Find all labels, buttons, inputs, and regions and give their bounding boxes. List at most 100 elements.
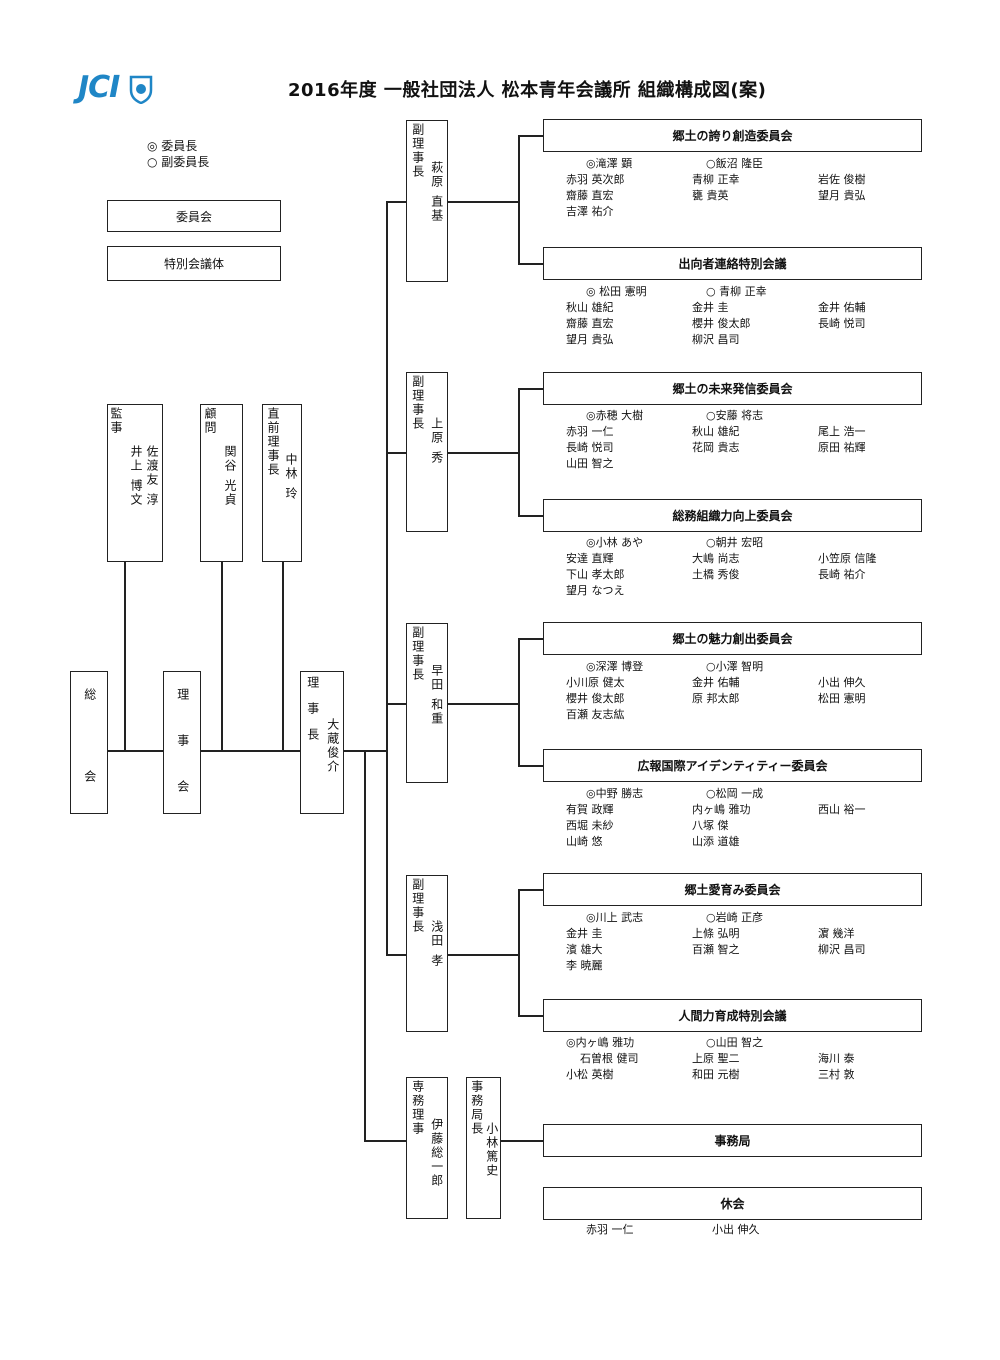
legend-special-box: 特別会議体 xyxy=(107,246,281,281)
member-name: 山崎 悠 xyxy=(566,835,603,848)
committee-box-2: 出向者連絡特別会議 xyxy=(543,247,922,280)
legend-committee-box: 委員会 xyxy=(107,200,281,232)
page-title: 2016年度 一般社団法人 松本青年会議所 組織構成図(案) xyxy=(288,80,767,101)
member-name: 小川原 健太 xyxy=(566,676,625,689)
advisor-label: 顧問 xyxy=(203,407,217,435)
vp-box-3: 副理事長 早田 和重 xyxy=(406,623,448,783)
member-name: 望月 なつえ xyxy=(566,584,625,597)
president-label: 理事長 xyxy=(305,676,320,754)
member-name: 原田 祐輝 xyxy=(818,441,866,454)
member-name: 尾上 浩一 xyxy=(818,425,866,438)
member-name: 小松 英樹 xyxy=(566,1068,614,1081)
general-assembly-label: 総会 xyxy=(82,688,97,852)
member-name: 長崎 祐介 xyxy=(818,568,866,581)
member-name: 李 暁麗 xyxy=(566,959,603,972)
past-president-box: 直前理事長 中林 玲 xyxy=(262,404,302,562)
member-name: 金井 圭 xyxy=(566,927,603,940)
legend-vice: ○ 副委員長 xyxy=(147,155,210,169)
member-name: 八塚 傑 xyxy=(692,819,729,832)
member-name: 齋藤 直宏 xyxy=(566,317,614,330)
member-name: ○飯沼 隆臣 xyxy=(706,157,764,170)
member-name: 小笠原 信隆 xyxy=(818,552,877,565)
member-name: 百瀬 智之 xyxy=(692,943,740,956)
member-name: ◎ 松田 憲明 xyxy=(586,285,647,298)
member-name: 内ヶ嶋 雅功 xyxy=(692,803,751,816)
member-name: 百瀬 友志紘 xyxy=(566,708,625,721)
legend-chair: ◎ 委員長 xyxy=(147,139,198,153)
member-name: ◎小林 あや xyxy=(586,536,644,549)
member-name: ◎川上 武志 xyxy=(586,911,644,924)
member-name: 濱 雄大 xyxy=(566,943,603,956)
member-name: 有賀 政輝 xyxy=(566,803,614,816)
leave-box: 休会 xyxy=(543,1187,922,1220)
member-name: 松田 憲明 xyxy=(818,692,866,705)
committee-box-5: 郷土の魅力創出委員会 xyxy=(543,622,922,655)
jci-shield-icon xyxy=(129,75,153,104)
member-name: 柳沢 昌司 xyxy=(818,943,866,956)
member-name: 秋山 雄紀 xyxy=(566,301,614,314)
member-name: ◎深澤 博登 xyxy=(586,660,644,673)
secretary-general-box: 事務局長 小林篤史 xyxy=(466,1077,501,1219)
member-name: 望月 貴弘 xyxy=(566,333,614,346)
member-name: 三村 敦 xyxy=(818,1068,855,1081)
member-name: ○朝井 宏昭 xyxy=(706,536,764,549)
member-name: 石曽根 健司 xyxy=(580,1052,639,1065)
board-label: 理事会 xyxy=(175,688,190,826)
member-name: 吉澤 祐介 xyxy=(566,205,614,218)
jci-logo: JCI xyxy=(78,70,153,105)
member-name: 海川 泰 xyxy=(818,1052,855,1065)
member-name: 西山 裕一 xyxy=(818,803,866,816)
member-name: 甕 貴英 xyxy=(692,189,729,202)
committee-box-1: 郷土の誇り創造委員会 xyxy=(543,119,922,152)
member-name: 小出 伸久 xyxy=(712,1223,760,1236)
member-name: 花岡 貴志 xyxy=(692,441,740,454)
member-name: 赤羽 一仁 xyxy=(586,1223,634,1236)
member-name: 金井 圭 xyxy=(692,301,729,314)
member-name: 土橋 秀俊 xyxy=(692,568,740,581)
member-name: 西堀 未紗 xyxy=(566,819,614,832)
member-name: 山田 智之 xyxy=(566,457,614,470)
member-name: 望月 貴弘 xyxy=(818,189,866,202)
member-name: 岩佐 俊樹 xyxy=(818,173,866,186)
member-name: ◎中野 勝志 xyxy=(586,787,644,800)
member-name: 金井 佑輔 xyxy=(818,301,866,314)
member-name: 櫻井 俊太郎 xyxy=(566,692,625,705)
advisor-box: 顧問 関谷 光貞 xyxy=(200,404,243,562)
member-name: ○安藤 将志 xyxy=(706,409,764,422)
office-box: 事務局 xyxy=(543,1124,922,1157)
board-box: 理事会 xyxy=(163,671,201,826)
member-name: ○山田 智之 xyxy=(706,1036,764,1049)
past-president-label: 直前理事長 xyxy=(266,407,280,477)
committee-box-6: 広報国際アイデンティティー委員会 xyxy=(543,749,922,782)
member-name: 秋山 雄紀 xyxy=(692,425,740,438)
member-name: 長崎 悦司 xyxy=(566,441,614,454)
member-name: ○松岡 一成 xyxy=(706,787,764,800)
advisor-name: 関谷 光貞 xyxy=(223,445,237,507)
member-name: 上原 聖二 xyxy=(692,1052,740,1065)
vp-box-1: 副理事長 萩原 直基 xyxy=(406,120,448,282)
auditor-name-1: 佐渡友 淳 xyxy=(145,445,159,507)
vp-box-4: 副理事長 浅田 孝 xyxy=(406,875,448,1032)
member-name: 柳沢 昌司 xyxy=(692,333,740,346)
committee-box-7: 郷土愛育み委員会 xyxy=(543,873,922,906)
member-name: ◎滝澤 顕 xyxy=(586,157,633,170)
president-box: 理事長 大蔵俊介 xyxy=(300,671,344,814)
member-name: ○ 青柳 正幸 xyxy=(706,285,767,298)
member-name: 櫻井 俊太郎 xyxy=(692,317,751,330)
member-name: 金井 佑輔 xyxy=(692,676,740,689)
member-name: 上條 弘明 xyxy=(692,927,740,940)
committee-box-4: 総務組織力向上委員会 xyxy=(543,499,922,532)
committee-box-3: 郷土の未来発信委員会 xyxy=(543,372,922,405)
member-name: 和田 元樹 xyxy=(692,1068,740,1081)
past-president-name: 中林 玲 xyxy=(284,453,298,501)
member-name: ◎内ヶ嶋 雅功 xyxy=(566,1036,635,1049)
member-name: 大嶋 尚志 xyxy=(692,552,740,565)
member-name: 齋藤 直宏 xyxy=(566,189,614,202)
exec-director-box: 専務理事 伊藤総一郎 xyxy=(406,1077,448,1219)
member-name: 小出 伸久 xyxy=(818,676,866,689)
member-name: ○小澤 智明 xyxy=(706,660,764,673)
member-name: 濵 幾洋 xyxy=(818,927,855,940)
member-name: 下山 孝太郎 xyxy=(566,568,625,581)
auditor-name-2: 井上 博文 xyxy=(129,445,143,507)
auditor-label: 監事 xyxy=(109,407,123,435)
